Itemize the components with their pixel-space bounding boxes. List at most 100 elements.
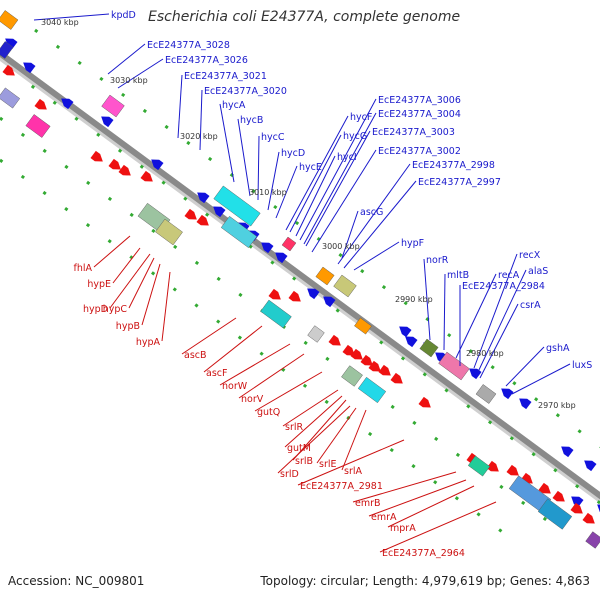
top-gene-label: kpdD [111,10,136,21]
bottom-gene-label: srlR [285,422,303,433]
bottom-gene-label: norV [241,394,264,405]
gene-block [585,531,600,549]
scale-tick-label: 3030 kbp [110,76,148,85]
top-gene-leader-line [275,165,298,219]
reverse-gene-arrow [268,288,281,300]
top-gene-leader-line [311,149,377,253]
scale-tick-label: 2990 kbp [395,295,433,304]
reverse-gene-arrow [328,334,341,346]
top-gene-leader-line [219,103,235,183]
bottom-gene-leader-line [341,409,367,471]
bottom-gene-leader-line [379,501,497,553]
bottom-gene-label: srlA [344,466,362,477]
reverse-gene-arrow [90,150,103,162]
gene-block [0,41,14,59]
scale-tick-label: 3010 kbp [249,188,287,197]
top-gene-label: EcE24377A_3002 [378,146,461,157]
scale-tick-label: 2970 kbp [538,401,576,410]
top-gene-leader-line [177,74,183,139]
top-gene-leader-line [267,151,280,211]
bottom-gene-leader-line [112,247,141,284]
bottom-gene-leader-line [284,395,343,448]
gene-block [101,94,125,118]
gene-block [475,384,497,404]
top-gene-leader-line [443,273,446,351]
bottom-gene-label: srlD [280,469,299,480]
bottom-gene-label: srlB [295,456,313,467]
reverse-gene-arrow [418,396,431,408]
reverse-gene-arrow [342,344,355,356]
top-gene-label: EcE24377A_3003 [372,127,455,138]
bottom-gene-leader-line [277,405,351,474]
bottom-gene-label: emrA [371,512,397,523]
forward-gene-arrow [5,38,18,50]
bottom-gene-leader-line [128,257,155,309]
top-gene-label: recX [519,250,541,261]
forward-gene-arrow [261,242,274,254]
forward-gene-arrow [151,159,164,171]
gene-block [419,338,439,358]
gene-block [155,218,183,246]
reverse-gene-arrow [582,512,595,524]
bottom-gene-leader-line [238,353,305,399]
top-gene-label: EcE24377A_3006 [378,95,461,106]
top-gene-label: EcE24377A_2997 [418,177,501,188]
bottom-gene-label: hypB [116,321,140,332]
bottom-gene-leader-line [219,343,291,386]
top-gene-leader-line [341,210,359,259]
bottom-gene-label: fhlA [73,263,92,274]
gene-block [307,325,325,343]
strand-guide-outer-bottom [0,158,521,547]
reverse-gene-arrow [538,482,551,494]
top-gene-leader-line [305,130,371,247]
reverse-gene-arrow [288,290,301,302]
forward-gene-arrow [405,336,418,348]
bottom-gene-label: ascF [206,368,227,379]
bottom-gene-label: gutQ [257,407,280,418]
bottom-gene-label: EcE24377A_2981 [300,481,383,492]
genome-title: Escherichia coli E24377A, complete genom… [148,9,461,25]
reverse-gene-arrow [196,214,209,226]
forward-gene-arrow [519,398,532,410]
top-gene-label: alaS [528,266,548,277]
bottom-gene-label: emrB [355,498,381,509]
genome-backbone [0,49,600,500]
top-gene-leader-line [289,134,342,233]
bottom-gene-leader-line [161,271,171,342]
scale-tick-label: 3000 kbp [322,242,360,251]
top-gene-leader-line [473,253,518,369]
top-gene-leader-line [479,303,519,379]
top-gene-label: EcE24377A_3020 [204,86,287,97]
top-gene-label: hycE [299,162,322,173]
forward-gene-arrow [323,296,336,308]
top-gene-leader-line [303,112,377,245]
gene-block [0,87,21,109]
top-gene-leader-line [295,155,336,237]
top-gene-leader-line [455,273,497,359]
top-gene-label: hycB [240,115,263,126]
forward-gene-arrow [584,460,597,472]
top-gene-label: hycD [281,148,305,159]
top-gene-leader-line [199,89,203,151]
accession-text: Accession: NC_009801 [8,574,145,588]
top-gene-label: EcE24377A_3028 [147,40,230,51]
bottom-gene-label: hypC [103,304,128,315]
top-gene-leader-line [299,98,377,241]
reverse-gene-arrow [2,64,15,76]
reverse-gene-arrow [140,170,153,182]
top-gene-label: EcE24377A_3004 [378,109,461,120]
forward-gene-arrow [561,446,574,458]
bottom-gene-leader-line [368,479,467,517]
reverse-gene-arrow [378,364,391,376]
topology-text: Topology: circular; Length: 4,979,619 bp… [260,574,590,588]
forward-gene-arrow [23,62,36,74]
top-gene-label: luxS [572,360,592,371]
gene-block [0,10,19,30]
top-gene-label: EcE24377A_3026 [165,55,248,66]
forward-gene-arrow [275,252,288,264]
reverse-gene-arrow [350,348,363,360]
bottom-gene-label: hypD [83,304,108,315]
forward-gene-arrow [307,288,320,300]
